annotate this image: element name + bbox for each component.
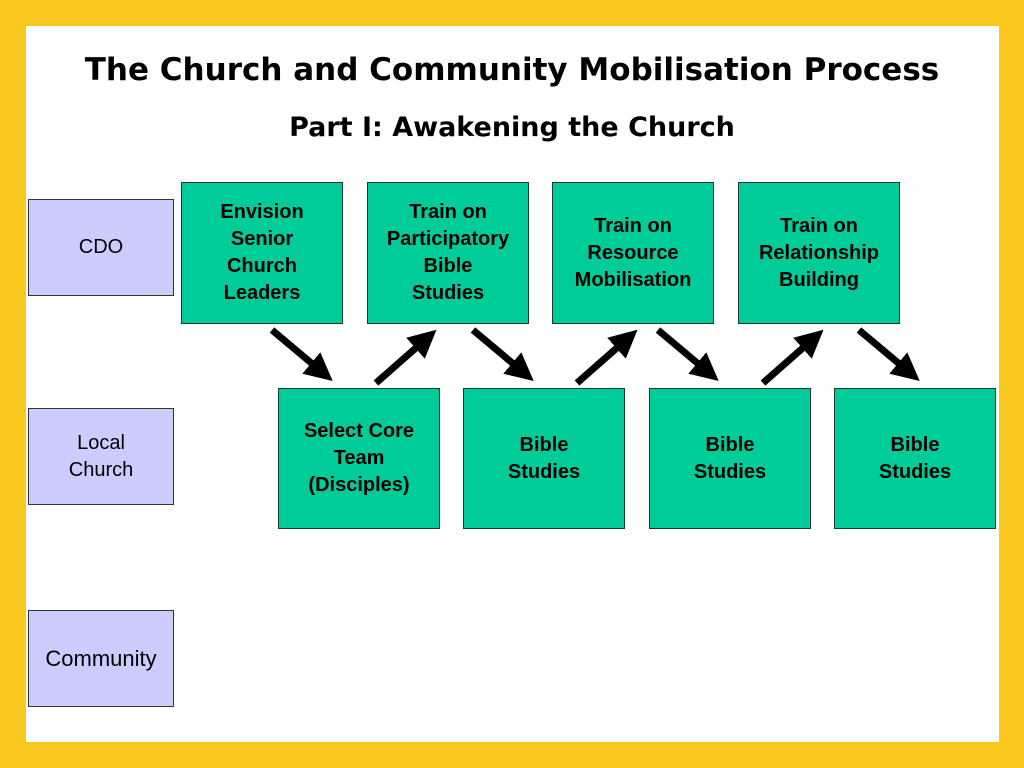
step-bible-studies-1: Bible Studies [463, 388, 625, 529]
lane-community: Community [28, 610, 174, 707]
arrow-down-2 [470, 327, 534, 382]
slide [26, 26, 999, 742]
page-title: The Church and Community Mobilisation Pr… [84, 52, 940, 88]
lane-cdo: CDO [28, 199, 174, 296]
step-bible-studies-3: Bible Studies [834, 388, 996, 529]
arrow-up-3 [760, 329, 824, 386]
arrow-up-1 [373, 329, 437, 386]
arrow-down-4 [856, 327, 920, 382]
arrow-up-2 [574, 329, 638, 386]
step-bible-studies-2: Bible Studies [649, 388, 811, 529]
step-envision-leaders: Envision Senior Church Leaders [181, 182, 343, 324]
step-select-core-team: Select Core Team (Disciples) [278, 388, 440, 529]
page-subtitle: Part I: Awakening the Church [289, 112, 735, 143]
arrow-down-3 [655, 327, 719, 382]
step-train-relationship: Train on Relationship Building [738, 182, 900, 324]
arrow-down-1 [269, 327, 333, 382]
lane-local-church: Local Church [28, 408, 174, 505]
step-train-resource: Train on Resource Mobilisation [552, 182, 714, 324]
step-train-participatory: Train on Participatory Bible Studies [367, 182, 529, 324]
